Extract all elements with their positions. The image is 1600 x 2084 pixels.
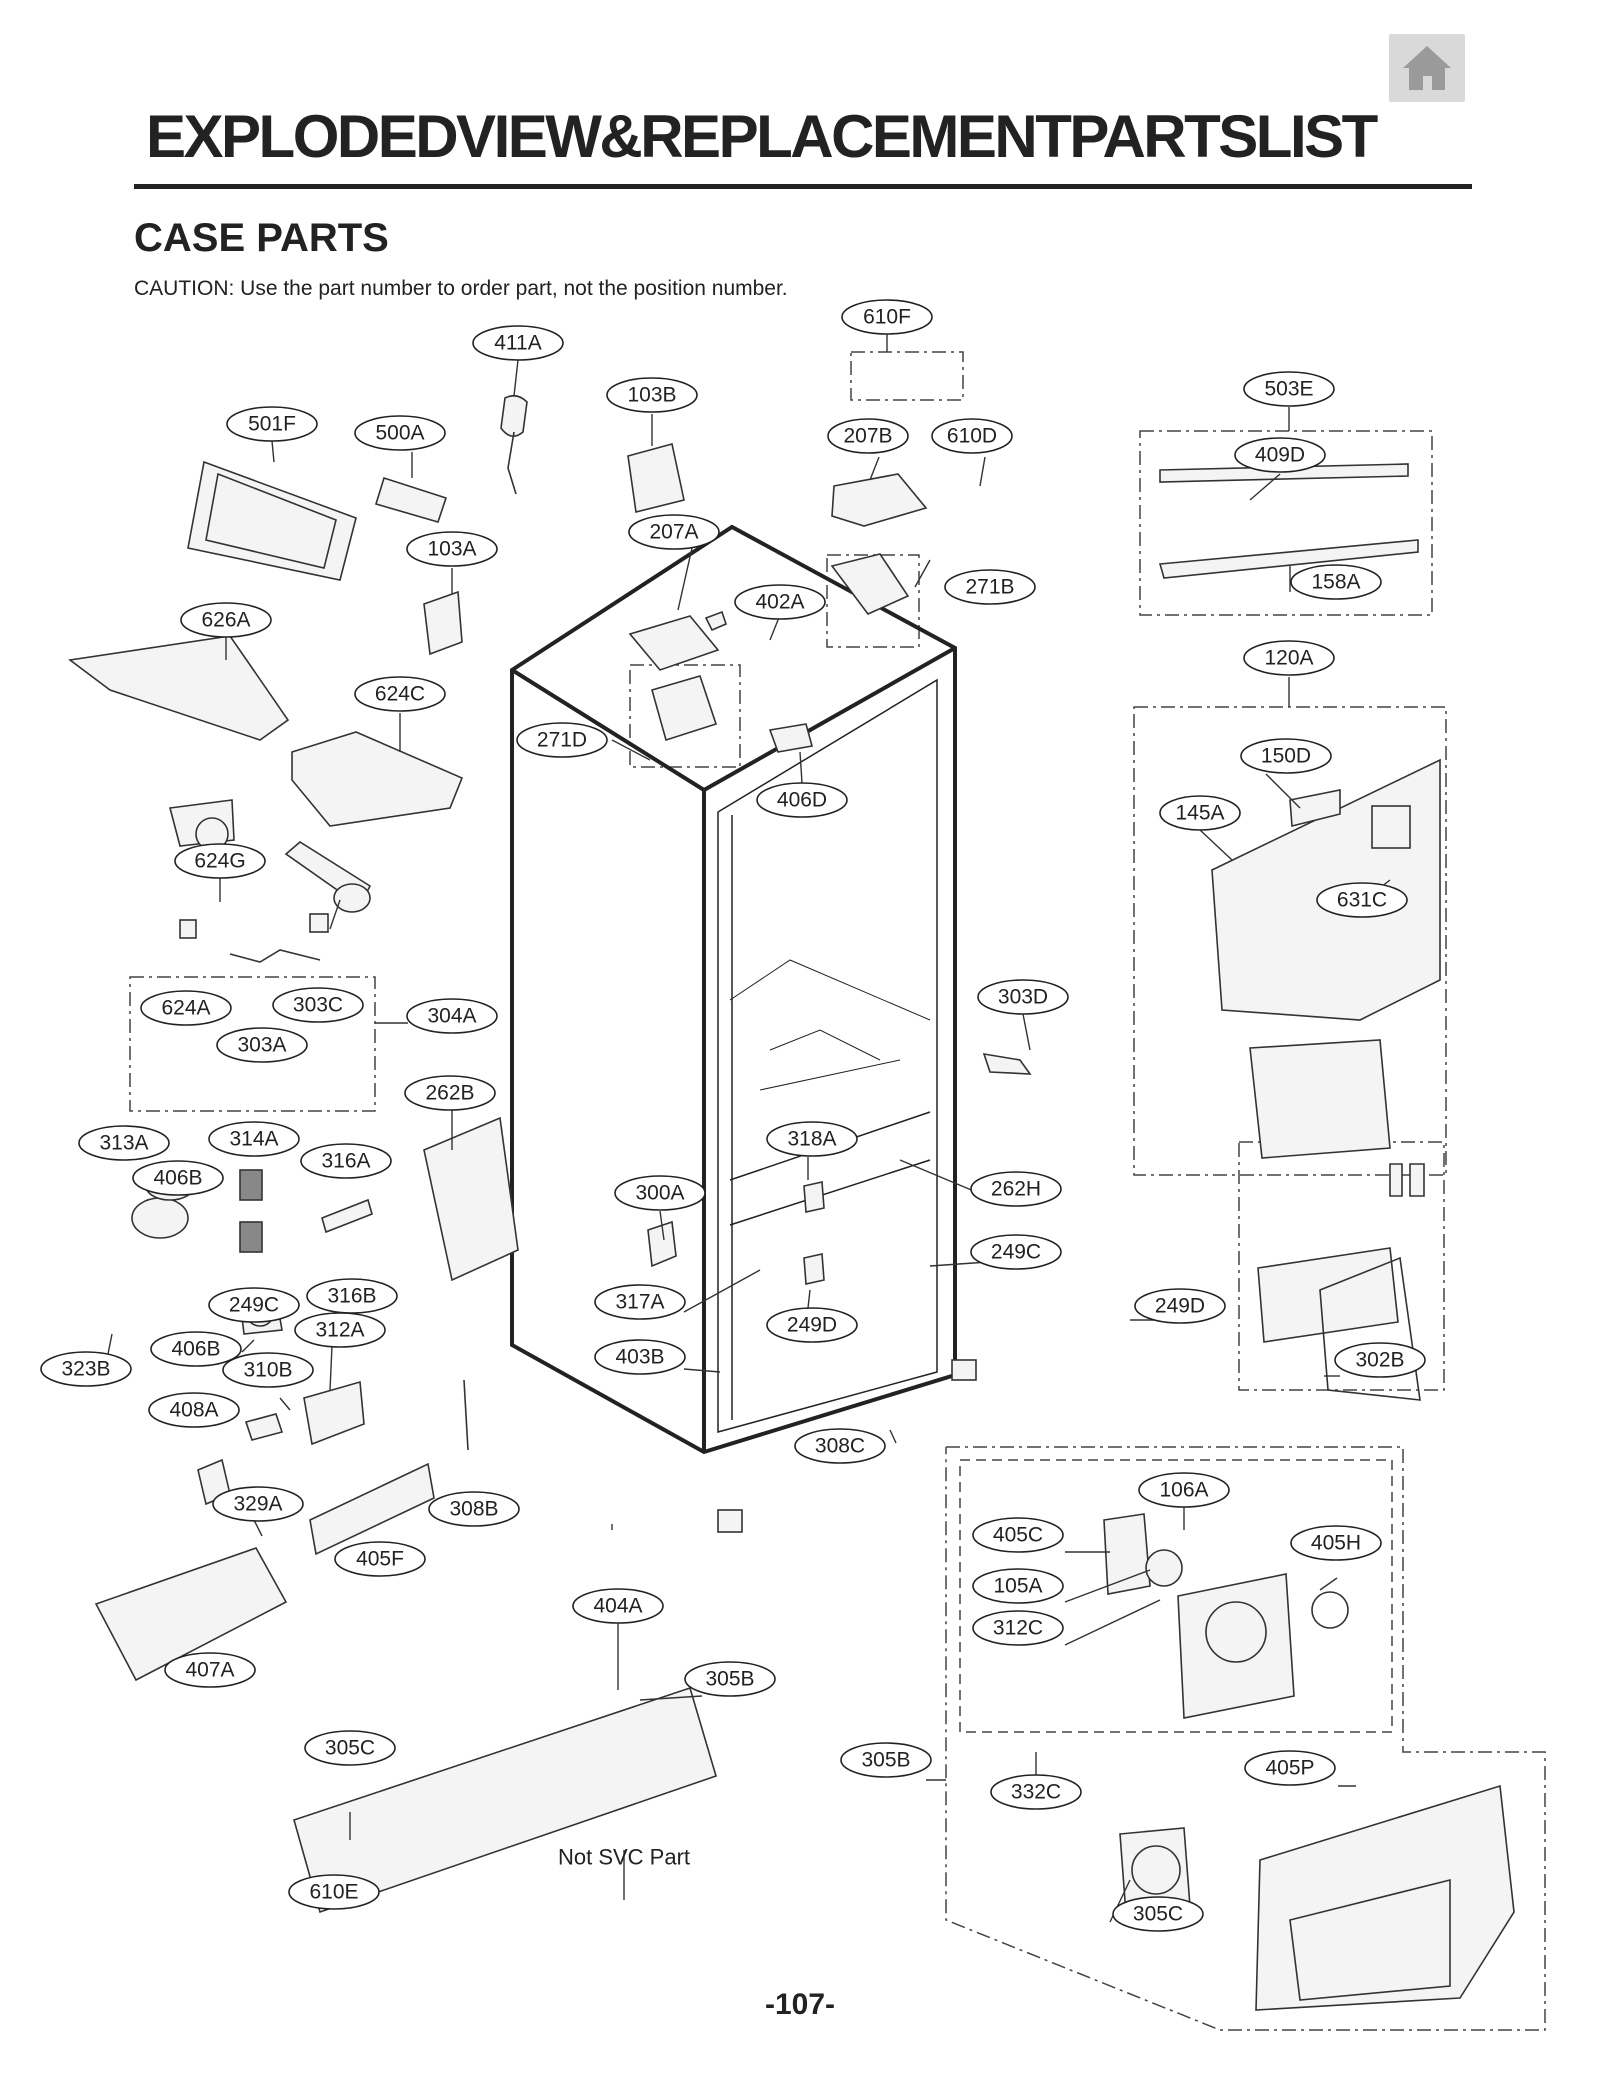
callout-label: 150D	[1261, 745, 1311, 768]
callout-label: 631C	[1337, 889, 1387, 912]
cabinet-outline	[510, 524, 957, 1455]
callout-label: 300A	[635, 1182, 684, 1205]
callout-label: 316A	[321, 1150, 370, 1173]
callout-label: 332C	[1011, 1781, 1061, 1804]
callout-label: 405C	[993, 1524, 1043, 1547]
callout-label: 249D	[787, 1314, 837, 1337]
callout-label: 405P	[1265, 1757, 1314, 1780]
home-icon	[1403, 46, 1451, 90]
callout-label: 103A	[427, 538, 476, 561]
callout-label: 303D	[998, 986, 1048, 1009]
callout-label: 624A	[161, 997, 210, 1020]
callout-markers	[40, 299, 1426, 1932]
callout-label: 302B	[1355, 1349, 1404, 1372]
callout-label: 313A	[99, 1132, 148, 1155]
callout-label: 411A	[494, 332, 542, 355]
callout-label: 406B	[171, 1338, 220, 1361]
callout-label: 312C	[993, 1617, 1043, 1640]
callout-label: 271D	[537, 729, 587, 752]
page-number: -107-	[764, 1988, 836, 2021]
callout-label: 323B	[61, 1358, 110, 1381]
callout-label: 610E	[309, 1881, 358, 1904]
callout-label: 105A	[993, 1575, 1042, 1598]
callout-label: 403B	[615, 1346, 664, 1369]
callout-label: 207A	[649, 521, 698, 544]
callout-label: 314A	[229, 1128, 278, 1151]
callout-label: 310B	[243, 1359, 292, 1382]
title-divider	[134, 184, 1472, 189]
callout-label: 312A	[315, 1319, 364, 1342]
callout-label: 303A	[237, 1034, 286, 1057]
callout-label: 406D	[777, 789, 827, 812]
callout-label: 207B	[843, 425, 892, 448]
callout-label: 405H	[1311, 1532, 1361, 1555]
callout-label: 407A	[185, 1659, 234, 1682]
callout-label: 317A	[615, 1291, 664, 1314]
not-svc-note: Not SVC Part	[558, 1845, 690, 1870]
callout-label: 406B	[153, 1167, 202, 1190]
callout-label: 308C	[815, 1435, 865, 1458]
callout-label: 304A	[427, 1005, 476, 1028]
callout-label: 262H	[991, 1178, 1041, 1201]
callout-label: 503E	[1264, 378, 1313, 401]
callout-label: 610F	[863, 306, 911, 329]
part-sketches	[67, 394, 1515, 2011]
callout-label: 271B	[965, 576, 1014, 599]
callout-label: 624G	[194, 850, 245, 873]
callout-label: 610D	[947, 425, 997, 448]
callout-label: 158A	[1311, 571, 1360, 594]
callout-label: 262B	[425, 1082, 474, 1105]
callout-label: 316B	[327, 1285, 376, 1308]
callout-label: 145A	[1175, 802, 1224, 825]
callout-label: 501F	[248, 413, 296, 436]
callout-label: 305B	[861, 1749, 910, 1772]
callout-label: 249C	[991, 1241, 1041, 1264]
callout-label: 500A	[375, 422, 424, 445]
page-title: EXPLODEDVIEW&REPLACEMENTPARTSLIST	[146, 103, 1378, 170]
caution-note: CAUTION: Use the part number to order pa…	[134, 277, 788, 300]
home-button[interactable]	[1389, 34, 1465, 102]
callout-label: 624C	[375, 683, 425, 706]
callout-label: 409D	[1255, 444, 1305, 467]
callout-label: 305B	[705, 1668, 754, 1691]
section-title: CASE PARTS	[134, 216, 389, 260]
callout-label: 626A	[201, 609, 250, 632]
callout-label: 249D	[1155, 1295, 1205, 1318]
callout-labels: 411A 103B 610F 501F 500A 207B 610D 503E …	[61, 306, 1404, 1926]
callout-label: 249C	[229, 1294, 279, 1317]
callout-label: 120A	[1264, 647, 1313, 670]
callout-label: 303C	[293, 994, 343, 1017]
group-boxes	[129, 351, 1546, 2031]
callout-label: 106A	[1159, 1479, 1208, 1502]
callout-label: 103B	[627, 384, 676, 407]
callout-label: 405F	[356, 1548, 404, 1571]
callout-label: 402A	[755, 591, 804, 614]
callout-label: 329A	[233, 1493, 282, 1516]
callout-label: 305C	[325, 1737, 375, 1760]
callout-label: 404A	[593, 1595, 642, 1618]
callout-label: 318A	[787, 1128, 836, 1151]
callout-label: 408A	[169, 1399, 218, 1422]
callout-label: 308B	[449, 1498, 498, 1521]
callout-label: 305C	[1133, 1903, 1183, 1926]
